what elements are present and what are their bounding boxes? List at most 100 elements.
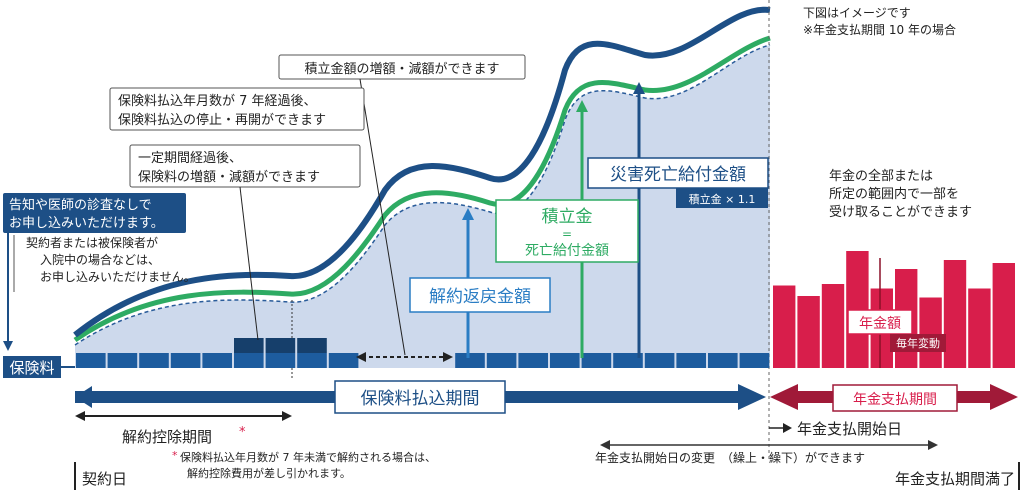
premium-block [139, 353, 169, 368]
premium-block [76, 353, 106, 368]
deduction-right-head [282, 411, 292, 421]
annual-change-text: 毎年変動 [896, 336, 940, 350]
annuity-period-label-box [832, 384, 958, 412]
callout-premium-line2: 保険料の増額・減額ができます [138, 169, 320, 185]
annuity-period-label: 年金支払期間 [853, 392, 937, 408]
annuity-bar [919, 297, 942, 368]
premium-block [581, 353, 612, 368]
premium-block [328, 353, 359, 368]
annuity-callout-line3: 受け取ることができます [829, 205, 972, 220]
multiplier-text: 積立金 × 1.1 [689, 192, 756, 206]
change-start-label: 年金支払開始日の変更 （繰上・繰下）ができます [595, 450, 865, 465]
accumulation-dashed-line [74, 44, 771, 346]
annuity-bar [797, 296, 820, 368]
annuity-bar [773, 285, 796, 368]
period-note: ※年金支払期間 10 年の場合 [803, 22, 956, 37]
premium-block [234, 353, 264, 368]
accum-label-line2: 死亡給付金額 [525, 243, 609, 259]
annuity-period-left-head [770, 384, 798, 410]
application-note-line2: 入院中の場合などは、 [40, 252, 160, 267]
callout-premium-box [129, 144, 361, 188]
premium-block [297, 353, 327, 368]
premium-increase-block [234, 338, 264, 353]
deduction-left-head [75, 411, 85, 421]
multiplier-badge [676, 188, 768, 208]
disaster-death-curve [73, 6, 771, 338]
application-note-line3: お申し込みいただけません。 [40, 270, 196, 284]
death-benefit-curve [73, 35, 771, 343]
disaster-label-text: 災害死亡給付金額 [610, 165, 746, 185]
surrender-label-box [409, 277, 551, 313]
annuity-start-label: 年金支払開始日 [797, 420, 902, 438]
surrender-label-text: 解約返戻金額 [429, 287, 531, 307]
premium-block [265, 353, 296, 368]
deduction-period-label: 解約控除期間 [122, 428, 212, 446]
annuity-bar [992, 263, 1015, 368]
callout-accum-leader [359, 78, 406, 356]
premium-text: 保険料 [9, 359, 54, 377]
premium-period-label-box [334, 380, 506, 414]
callout-accum-box [278, 54, 526, 80]
premium-block [486, 353, 517, 368]
callout-premium-leader [239, 186, 259, 341]
premium-block [202, 353, 232, 368]
annuity-amount-text: 年金額 [859, 316, 901, 332]
footnote-mark: * [172, 449, 178, 462]
premium-block [107, 353, 138, 368]
annuity-bar [943, 260, 967, 368]
premium-block [708, 353, 738, 368]
premium-block [739, 353, 770, 368]
application-note-line1: 契約者または被保険者が [26, 235, 158, 250]
premium-increase-block [297, 338, 327, 353]
premium-block [644, 353, 675, 368]
callout-pause-line1: 保険料払込年月数が 7 年経過後、 [118, 94, 317, 109]
death-benefit-arrowhead [576, 100, 588, 112]
annual-change-badge [890, 334, 946, 352]
disaster-label-box [587, 157, 769, 189]
premium-block [676, 353, 706, 368]
accum-label-box [495, 199, 639, 263]
application-line2: お申し込みいただけます。 [9, 216, 164, 231]
application-line1: 告知や医師の診査なしで [9, 197, 152, 213]
pause-arrow-right-head [443, 352, 453, 362]
premium-increase-block [265, 338, 296, 353]
premium-block [613, 353, 643, 368]
premium-period-left-head [75, 386, 92, 408]
annuity-amount-box [847, 309, 913, 335]
premium-block [455, 353, 485, 368]
accum-label-line1: 積立金 [542, 207, 593, 227]
annuity-callout-line2: 所定の範囲内で一部を [829, 186, 959, 202]
premium-badge [3, 356, 61, 378]
image-note: 下図はイメージです [803, 6, 911, 20]
deduction-asterisk: * [239, 425, 246, 440]
contract-date-label: 契約日 [82, 470, 127, 488]
pause-arrow-left-head [356, 352, 366, 362]
callout-pause-line2: 保険料払込の停止・再開ができます [118, 112, 326, 128]
annuity-bar [968, 288, 991, 368]
footnote-line1: 保険料払込年月数が 7 年未満で解約される場合は、 [180, 450, 436, 464]
annuity-period-right-head [990, 384, 1018, 410]
accumulation-area [75, 45, 770, 368]
annuity-callout-line1: 年金の全部または [829, 168, 933, 184]
callout-pause-box [109, 87, 365, 131]
application-pointer-head [3, 341, 13, 351]
change-start-left-head [600, 440, 610, 450]
premium-block [550, 353, 580, 368]
period-end-label: 年金支払期間満了 [895, 470, 1015, 488]
accum-label-eq: = [562, 227, 572, 241]
premium-block [518, 353, 548, 368]
premium-period-label: 保険料払込期間 [361, 389, 480, 409]
footnote-line2: 解約控除費用が差し引かれます。 [187, 466, 351, 480]
premium-blocks [76, 338, 770, 368]
callout-premium-line1: 一定期間経過後、 [138, 151, 242, 166]
change-start-right-head [928, 440, 938, 450]
application-badge [3, 193, 186, 233]
annuity-start-arrowhead [783, 423, 792, 433]
premium-period-right-head [738, 384, 766, 410]
annuity-bar [821, 284, 845, 368]
annuity-bars [773, 251, 1015, 368]
surrender-arrowhead [462, 208, 474, 220]
disaster-death-arrowhead [633, 82, 645, 94]
callout-accum-text: 積立金額の増額・減額ができます [304, 61, 499, 77]
